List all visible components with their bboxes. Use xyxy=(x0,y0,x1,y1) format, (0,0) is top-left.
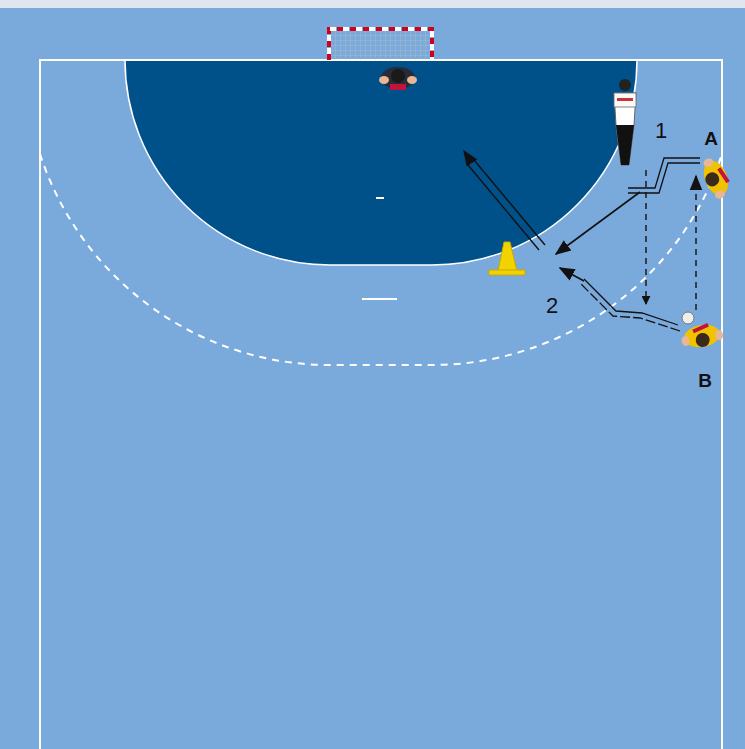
cone xyxy=(489,242,525,275)
callout-number: 1 xyxy=(655,120,667,142)
ball xyxy=(682,312,694,324)
court-lines xyxy=(40,60,722,749)
referee xyxy=(614,79,636,165)
pass-arrow xyxy=(645,170,646,304)
dribble-arrow-b xyxy=(560,268,584,281)
goal-area xyxy=(125,60,637,265)
run-arrow-a xyxy=(556,192,640,254)
player-letter: A xyxy=(704,129,718,148)
goalkeeper-mark xyxy=(376,197,384,199)
seven-metre-mark xyxy=(362,298,397,300)
shot-arrowhead xyxy=(464,151,472,163)
return-pass-arrow xyxy=(695,176,696,310)
free-throw-line xyxy=(40,154,722,365)
dribble-path-b xyxy=(580,279,680,331)
top-bar xyxy=(0,0,745,8)
player-b xyxy=(679,322,724,351)
player-letter: B xyxy=(698,371,712,390)
shot-arrow xyxy=(468,160,545,250)
player-a xyxy=(698,155,733,202)
goalkeeper xyxy=(379,67,417,90)
callout-number: 2 xyxy=(546,295,558,317)
goal xyxy=(327,27,434,60)
run-path-a xyxy=(628,158,700,193)
